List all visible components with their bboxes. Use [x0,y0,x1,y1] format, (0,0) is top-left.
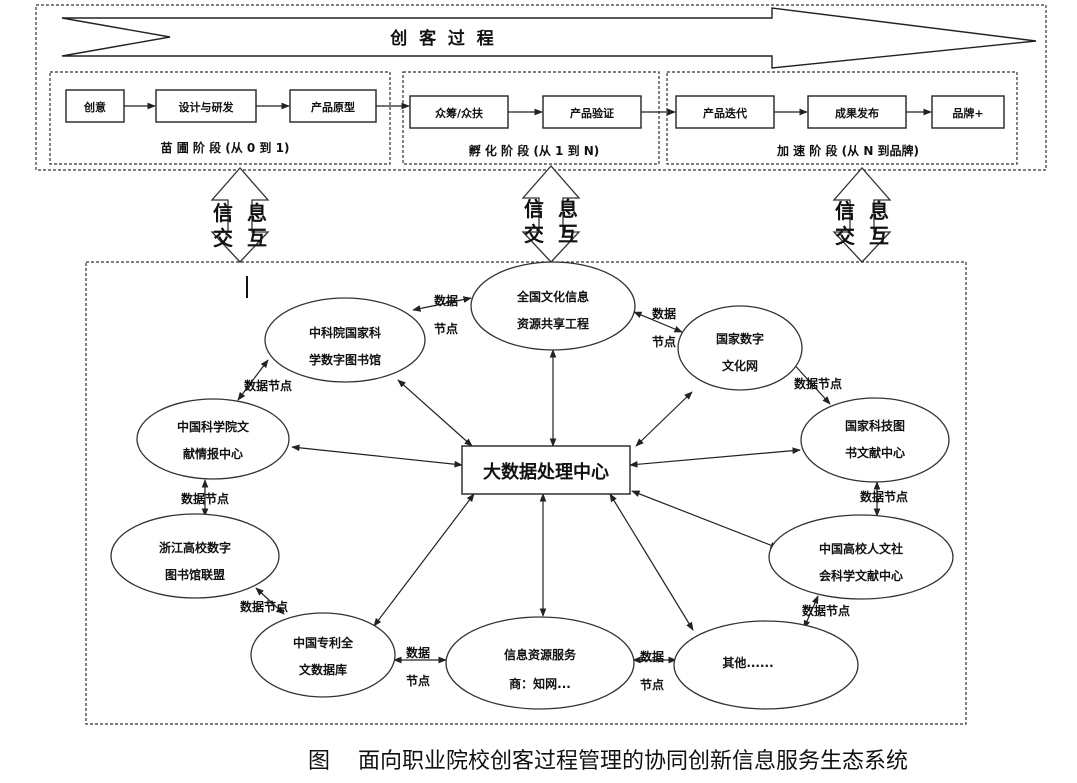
data-node-label-2b: 节点 [652,334,676,349]
spoke-social-science [631,490,779,549]
data-node-label-7: 数据节点 [240,599,288,614]
link-cas-library-documentation [237,359,269,401]
data-node-label-8: 数据节点 [802,603,850,618]
node-social-science-line2: 会科学文献中心 [819,568,903,583]
step-label-prototype: 产品原型 [311,100,355,114]
node-info-provider-line2: 商：知网... [509,676,571,691]
node-culture-sharing-line2: 资源共享工程 [517,316,589,331]
exchange-label-2-line1: 信 息 [524,197,578,221]
figure-caption: 图 面向职业院校创客过程管理的协同创新信息服务生态系统 [308,749,908,774]
step-box-brand [931,95,1005,129]
center-box [461,445,631,495]
process-arrow-label: 创 客 过 程 [389,28,494,49]
spoke-patent-db [373,493,475,627]
spoke-digital-culture [635,391,693,447]
node-zhejiang-library: 浙江高校数字 图书馆联盟 [110,513,280,599]
ecosystem-frame [85,261,967,725]
exchange-arrow-1: 信 息 交 互 [210,167,270,263]
step-box-design [155,89,257,123]
node-cas-documentation-line1: 中国科学院文 [177,419,250,434]
node-zhejiang-library-line2: 图书馆联盟 [165,567,225,582]
node-digital-culture: 国家数字 文化网 [677,305,803,391]
exchange-label-2-line2: 交 互 [524,222,578,246]
step-label-iteration: 产品迭代 [703,106,747,120]
node-cas-library-line1: 中科院国家科 [309,325,381,340]
node-culture-sharing-line1: 全国文化信息 [516,289,589,304]
step-label-design: 设计与研发 [179,100,235,114]
step-label-brand: 品牌+ [952,106,983,120]
data-node-label-2a: 数据 [652,306,676,321]
data-node-label-3: 数据节点 [244,378,292,393]
node-info-provider-line1: 信息资源服务 [504,647,577,662]
exchange-arrow-2: 信 息 交 互 [521,165,581,263]
node-patent-db-line1: 中国专利全 [293,635,354,650]
step-label-idea: 创意 [83,100,106,114]
data-node-label-10b: 节点 [640,677,664,692]
stage-caption-incubation: 孵 化 阶 段 (从 1 到 N) [469,143,600,158]
stage-frame-acceleration [666,71,1018,165]
link-social-other [803,595,819,629]
data-node-label-1b: 节点 [434,321,458,336]
step-box-idea [65,89,125,123]
stage-caption-acceleration: 加 速 阶 段 (从 N 到品牌) [776,143,919,158]
node-digital-culture-line1: 国家数字 [716,331,764,346]
spoke-cas-library [397,379,473,447]
link-culture-digital [633,311,683,333]
node-nstl-line2: 书文献中心 [845,445,905,460]
process-frame [35,4,1047,171]
process-arrow [61,7,1037,69]
node-social-science-line1: 中国高校人文社 [819,541,903,556]
node-zhejiang-library-line1: 浙江高校数字 [159,540,231,555]
node-cas-documentation-line2: 献情报中心 [183,446,243,461]
node-social-science: 中国高校人文社 会科学文献中心 [768,514,954,600]
node-info-provider: 信息资源服务 商：知网... [445,616,635,710]
step-label-validation: 产品验证 [570,106,614,120]
node-digital-culture-line2: 文化网 [722,358,758,373]
data-node-label-1a: 数据 [434,293,458,308]
node-cas-documentation: 中国科学院文 献情报中心 [136,398,290,480]
exchange-label-3-line1: 信 息 [835,199,889,223]
node-patent-db-line2: 文数据库 [299,662,347,677]
exchange-label-1-line2: 交 互 [213,226,267,250]
node-nstl-line1: 国家科技图 [845,418,905,433]
spoke-nstl [629,447,801,468]
data-node-label-5: 数据节点 [181,491,229,506]
step-label-crowdfunding: 众筹/众扶 [435,106,484,120]
exchange-arrow-3: 信 息 交 互 [832,167,892,263]
data-node-label-9b: 节点 [406,673,430,688]
step-label-release: 成果发布 [835,106,879,120]
data-node-label-9a: 数据 [406,645,430,660]
stage-caption-nursery: 苗 圃 阶 段 (从 0 到 1) [161,140,290,155]
node-nstl: 国家科技图 书文献中心 [800,397,950,483]
node-other: 其他...... [673,620,859,710]
exchange-label-1-line1: 信 息 [213,201,267,225]
exchange-label-3-line2: 交 互 [835,224,889,248]
spoke-cas-documentation [291,444,463,468]
node-cas-library-line2: 学数字图书馆 [309,352,381,367]
node-other-line1: 其他...... [722,655,773,670]
spoke-other [609,493,694,631]
link-digital-nstl [789,359,831,405]
node-culture-sharing: 全国文化信息 资源共享工程 [470,261,636,351]
link-zhejiang-patent [255,587,285,615]
stage-frame-incubation [402,71,660,165]
stage-frame-nursery [49,71,391,165]
data-node-label-10a: 数据 [640,649,664,664]
node-patent-db: 中国专利全 文数据库 [250,612,396,698]
data-node-label-4: 数据节点 [794,376,842,391]
node-cas-library: 中科院国家科 学数字图书馆 [264,297,426,383]
data-node-label-6: 数据节点 [860,489,908,504]
center-label: 大数据处理中心 [483,461,609,483]
link-cas-library-culture [412,296,472,312]
